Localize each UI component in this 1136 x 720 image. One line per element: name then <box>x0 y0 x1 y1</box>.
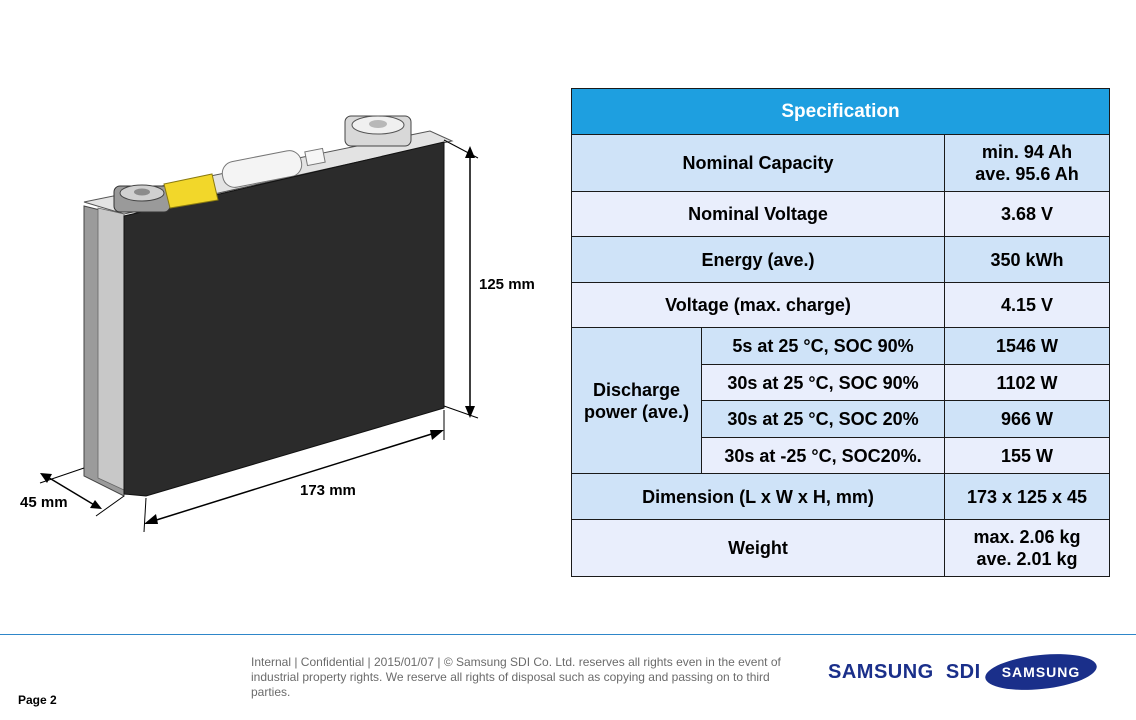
weight-label: Weight <box>571 519 945 577</box>
discharge-condition: 5s at 25 °C, SOC 90% <box>701 327 945 365</box>
height-ext-top <box>443 139 479 159</box>
table-row: 30s at -25 °C, SOC20%. 155 W <box>572 437 1110 474</box>
samsung-logo-icon: SAMSUNG <box>985 654 1097 690</box>
length-arrow-right <box>430 430 444 440</box>
samsung-logo-text: SAMSUNG <box>1002 664 1081 680</box>
voltage-max-label: Voltage (max. charge) <box>571 282 945 328</box>
discharge-label-line2: power (ave.) <box>583 401 690 422</box>
table-row: Dimension (L x W x H, mm) 173 x 125 x 45 <box>571 473 1110 520</box>
discharge-condition: 30s at 25 °C, SOC 20% <box>701 400 945 438</box>
page-number: Page 2 <box>18 693 57 707</box>
voltage-max-value: 4.15 V <box>944 282 1110 328</box>
width-dimension-line <box>45 475 97 507</box>
energy-value: 350 kWh <box>944 236 1110 283</box>
weight-value: max. 2.06 kg ave. 2.01 kg <box>944 519 1110 577</box>
samsung-sdi-wordmark: SAMSUNG SDI <box>828 661 981 683</box>
nominal-capacity-min: min. 94 Ah <box>981 142 1073 162</box>
table-row: Energy (ave.) 350 kWh <box>571 236 1110 283</box>
battery-cell-illustration: 125 mm 173 mm 45 mm <box>20 115 535 533</box>
height-ext-bottom <box>443 405 479 419</box>
nominal-voltage-value: 3.68 V <box>944 191 1110 237</box>
cell-vent-square <box>304 147 326 167</box>
table-row: Nominal Voltage 3.68 V <box>571 191 1110 237</box>
discharge-value: 966 W <box>944 400 1110 438</box>
height-arrow-bottom <box>465 406 475 418</box>
table-row: Weight max. 2.06 kg ave. 2.01 kg <box>571 519 1110 577</box>
footer-divider <box>0 634 1136 635</box>
nominal-capacity-label: Nominal Capacity <box>571 134 945 192</box>
terminal-negative-bolt <box>134 188 150 196</box>
discharge-value: 1102 W <box>944 364 1110 401</box>
table-row: Nominal Capacity min. 94 Ah ave. 95.6 Ah <box>571 134 1110 192</box>
discharge-condition: 30s at 25 °C, SOC 90% <box>701 364 945 401</box>
length-ext-left <box>143 497 147 533</box>
width-ext-left <box>39 467 85 484</box>
table-row: Voltage (max. charge) 4.15 V <box>571 282 1110 328</box>
specification-table: Specification Nominal Capacity min. 94 A… <box>571 88 1110 577</box>
width-ext-right <box>95 495 125 517</box>
spec-header: Specification <box>571 88 1110 135</box>
nominal-capacity-ave: ave. 95.6 Ah <box>975 164 1079 184</box>
discharge-power-label: Discharge power (ave.) <box>571 327 702 474</box>
cell-front-face <box>123 141 445 497</box>
insulation-tape <box>163 173 219 209</box>
spec-header-row: Specification <box>571 88 1110 135</box>
weight-max: max. 2.06 kg <box>973 527 1081 547</box>
width-label: 45 mm <box>20 494 68 511</box>
discharge-value: 1546 W <box>944 327 1110 365</box>
table-row: Discharge power (ave.) 5s at 25 °C, SOC … <box>571 327 1110 474</box>
width-arrow-right <box>90 500 102 509</box>
discharge-value: 155 W <box>944 437 1110 474</box>
discharge-condition: 30s at -25 °C, SOC20%. <box>701 437 945 474</box>
dimension-label: Dimension (L x W x H, mm) <box>571 473 945 520</box>
length-label: 173 mm <box>300 482 356 499</box>
nominal-capacity-value: min. 94 Ah ave. 95.6 Ah <box>944 134 1110 192</box>
energy-label: Energy (ave.) <box>571 236 945 283</box>
cell-side-strip <box>97 207 125 491</box>
nominal-voltage-label: Nominal Voltage <box>571 191 945 237</box>
width-arrow-left <box>40 473 52 483</box>
length-dimension-line <box>149 431 439 523</box>
terminal-positive-bolt <box>369 120 387 128</box>
cell-vent <box>221 150 303 188</box>
height-label: 125 mm <box>479 276 535 293</box>
confidential-notice: Internal | Confidential | 2015/01/07 | ©… <box>251 655 781 699</box>
table-row: 30s at 25 °C, SOC 20% 966 W <box>572 400 1110 438</box>
dimension-value: 173 x 125 x 45 <box>944 473 1110 520</box>
discharge-label-line1: Discharge <box>592 379 681 400</box>
weight-ave: ave. 2.01 kg <box>976 549 1078 569</box>
length-arrow-left <box>144 514 158 524</box>
